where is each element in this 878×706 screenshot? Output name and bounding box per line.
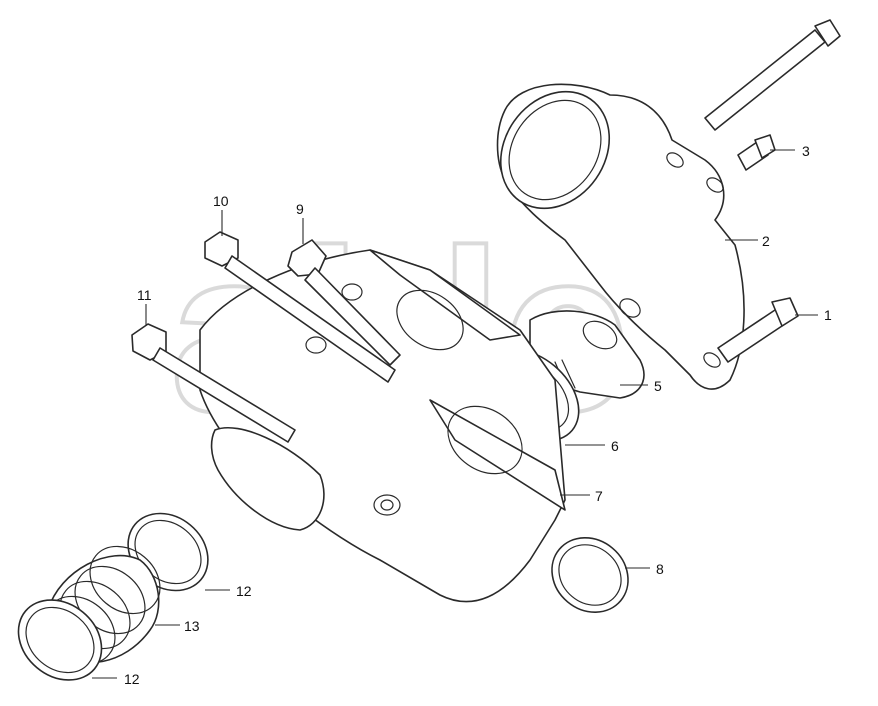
o-ring [551, 537, 629, 613]
long-bolt-10 [204, 231, 396, 383]
short-bolt [737, 134, 776, 171]
thermostat-housing-body [199, 249, 566, 603]
callout-6: 6 [611, 438, 619, 454]
callout-9: 9 [296, 201, 304, 217]
outlet-elbow-housing [496, 83, 745, 390]
callout-1: 1 [824, 307, 832, 323]
callout-labels: 1 2 3 5 6 7 8 9 10 11 12 12 13 [124, 143, 832, 687]
bolt-lower-right [717, 297, 799, 363]
callout-11: 11 [137, 287, 152, 303]
callout-10: 10 [213, 193, 229, 209]
callout-12b: 12 [124, 671, 140, 687]
leader-lines [92, 149, 818, 679]
callout-3: 3 [802, 143, 810, 159]
callout-5: 5 [654, 378, 662, 394]
callout-8: 8 [656, 561, 664, 577]
callout-7: 7 [595, 488, 603, 504]
callout-2: 2 [762, 233, 770, 249]
bolt-9 [287, 239, 401, 366]
seal-ring-lower [17, 599, 103, 681]
long-bolt-upper [704, 19, 841, 131]
callout-12a: 12 [236, 583, 252, 599]
long-bolt-11 [131, 323, 296, 443]
callout-13: 13 [184, 618, 200, 634]
